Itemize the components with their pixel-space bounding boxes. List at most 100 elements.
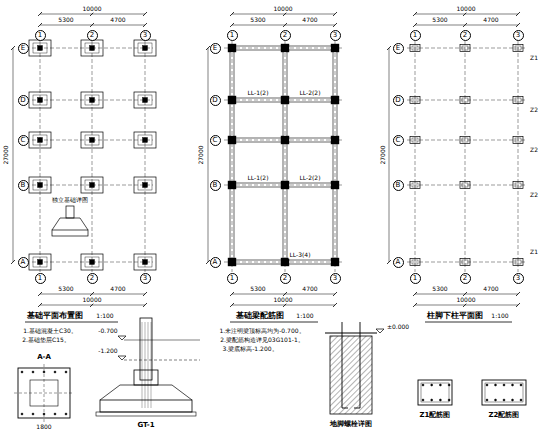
anchor-bolt [360, 322, 361, 408]
footing-step [33, 180, 47, 190]
grid-line [40, 41, 41, 272]
dimension-tick [413, 292, 417, 296]
column-elevation [140, 318, 152, 380]
annotation: 4700 [301, 286, 318, 293]
column [228, 181, 236, 189]
beam-edge [232, 46, 335, 47]
dimension-tick [283, 303, 287, 307]
rebar [32, 413, 34, 415]
footing-step [138, 180, 152, 190]
footing-step [85, 95, 99, 105]
blinding [96, 412, 196, 416]
column [410, 45, 420, 52]
dimension-tick [463, 303, 467, 307]
rebar [512, 399, 514, 401]
footing-step [85, 43, 99, 53]
footing-detail [52, 218, 88, 230]
dimension-tick [38, 23, 42, 27]
column [228, 96, 236, 104]
column [410, 182, 420, 189]
dimension-tick [516, 303, 520, 307]
dimension-tick [463, 12, 467, 16]
annotation: 10000 [81, 297, 102, 304]
footing-step [138, 135, 152, 145]
footing [134, 254, 156, 270]
dimension-tick [413, 303, 417, 307]
dimension-line [415, 14, 518, 15]
column [513, 97, 523, 104]
rebar [21, 371, 23, 373]
title-underline [230, 322, 318, 323]
annotation: 10000 [81, 6, 102, 13]
rebar [439, 384, 441, 386]
column [410, 259, 420, 266]
column-inner [412, 98, 418, 102]
column [281, 258, 289, 266]
annotation: LL-2(2) [298, 90, 321, 97]
rebar [495, 384, 497, 386]
column [460, 45, 470, 52]
footing [81, 177, 103, 193]
dimension-tick [463, 23, 467, 27]
title-underline [25, 322, 118, 323]
beam-edge [232, 183, 335, 184]
footing [29, 132, 51, 148]
axis-label: B [21, 182, 26, 189]
column-inner [462, 260, 468, 264]
footing [81, 132, 103, 148]
annotation: Z2 [529, 192, 539, 199]
footing-slope [100, 385, 192, 400]
grid-line [407, 185, 526, 186]
annotation: 5300 [431, 286, 448, 293]
rebar [512, 384, 514, 386]
beam-edge [232, 50, 335, 51]
dimension-tick [230, 12, 234, 16]
footing [29, 177, 51, 193]
dimension-tick [283, 12, 287, 16]
axis-bubble: E [18, 43, 29, 54]
grid-line [335, 41, 336, 272]
annotation: -1.200 [97, 348, 118, 355]
column-inner [412, 46, 418, 50]
column-inner [412, 183, 418, 187]
dimension-tick [90, 292, 94, 296]
axis-bubble: B [393, 180, 404, 191]
axis-bubble: A [210, 257, 221, 268]
bolt-hook [354, 408, 360, 409]
footing-step [33, 95, 47, 105]
footing [134, 92, 156, 108]
annotation: LL-3(4) [288, 252, 311, 259]
rebar [520, 384, 522, 386]
annotation: 4700 [109, 286, 126, 293]
column [281, 181, 289, 189]
dimension-tick [516, 12, 520, 16]
annotation: 5300 [57, 286, 74, 293]
axis-label: 1 [413, 275, 417, 282]
annotation: -0.700 [97, 328, 118, 335]
dimension-tick [387, 46, 391, 50]
column-inner [462, 46, 468, 50]
beam-edge [232, 260, 335, 261]
dimension-tick [333, 23, 337, 27]
column-inner [515, 138, 521, 142]
axis-label: 3 [516, 275, 520, 282]
column [281, 96, 289, 104]
level-line [124, 360, 200, 361]
footing-step [138, 257, 152, 267]
rebar [148, 322, 149, 408]
drawing-title: GT-1 [136, 422, 155, 430]
axis-bubble: 3 [513, 30, 524, 41]
axis-label: A [396, 259, 401, 266]
beam-edge [232, 264, 335, 265]
column-section [482, 380, 526, 405]
column [90, 46, 95, 51]
beam-edge [230, 48, 231, 262]
axis-label: 2 [463, 32, 467, 39]
dimension-tick [11, 46, 15, 50]
annotation: LL-1(2) [246, 90, 269, 97]
column [38, 183, 43, 188]
axis-bubble: 2 [87, 30, 98, 41]
axis-label: 1 [38, 275, 42, 282]
annotation: ±0.000 [386, 324, 410, 331]
axis-label: 3 [143, 32, 147, 39]
